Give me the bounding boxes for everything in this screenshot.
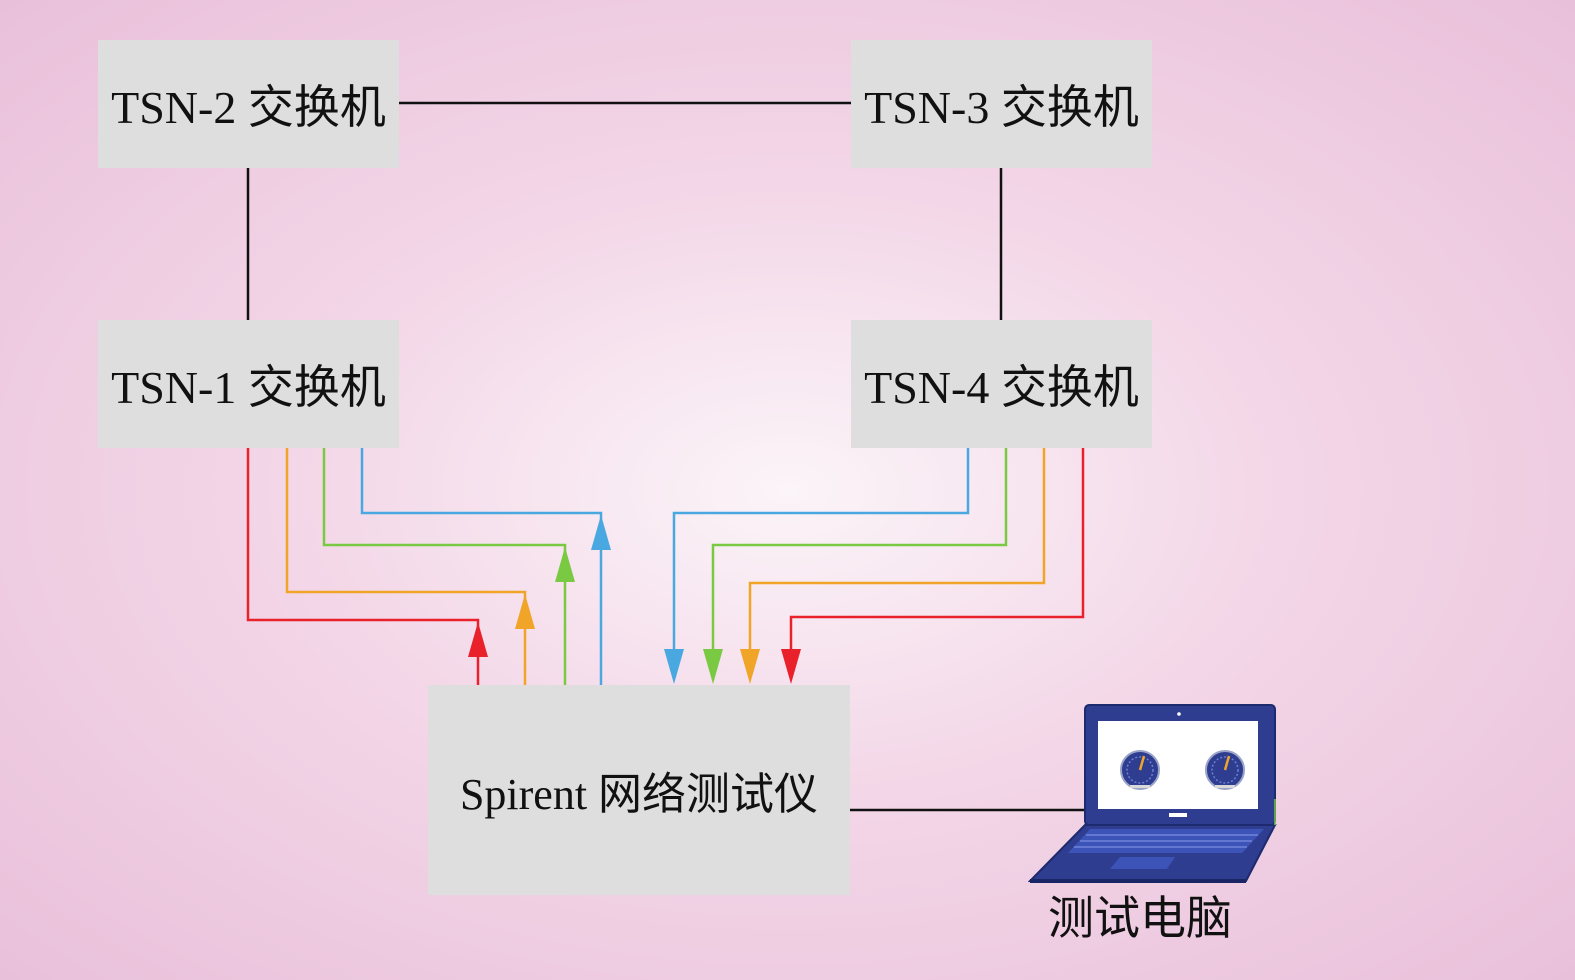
tsn4-switch-box: TSN-4 交换机 (851, 320, 1152, 448)
arrow-left-orange (515, 594, 535, 629)
arrow-right-blue (664, 649, 684, 684)
flow-right-orange (748, 448, 1046, 655)
tsn3-switch-label: TSN-3 交换机 (864, 82, 1139, 133)
tsn1-switch-label: TSN-1 交换机 (111, 362, 386, 413)
flow-right-red (789, 448, 1085, 655)
spirent-tester-label: Spirent 网络测试仪 (459, 770, 819, 819)
tsn4-switch-label: TSN-4 交换机 (864, 362, 1139, 413)
flow-left-blue (360, 448, 603, 685)
laptop-icon (1028, 704, 1277, 883)
arrow-left-red (468, 622, 488, 657)
tsn2-switch-box: TSN-2 交换机 (98, 40, 399, 168)
flow-left-green (322, 448, 567, 685)
gauge-icon (1205, 750, 1245, 790)
flow-left-orange (285, 448, 527, 685)
tsn1-switch-box: TSN-1 交换机 (98, 320, 399, 448)
arrow-right-red (781, 649, 801, 684)
gauge-icon (1120, 750, 1160, 790)
arrow-right-green (703, 649, 723, 684)
spirent-tester-box: Spirent 网络测试仪 (428, 685, 850, 895)
flow-right-blue (672, 448, 970, 655)
tsn3-switch-box: TSN-3 交换机 (851, 40, 1152, 168)
arrow-right-orange (740, 649, 760, 684)
flow-right-green (711, 448, 1008, 655)
arrow-left-blue (591, 515, 611, 550)
tsn2-switch-label: TSN-2 交换机 (111, 82, 386, 133)
test-computer-label: 测试电脑 (1048, 891, 1232, 945)
arrow-left-green (555, 547, 575, 582)
